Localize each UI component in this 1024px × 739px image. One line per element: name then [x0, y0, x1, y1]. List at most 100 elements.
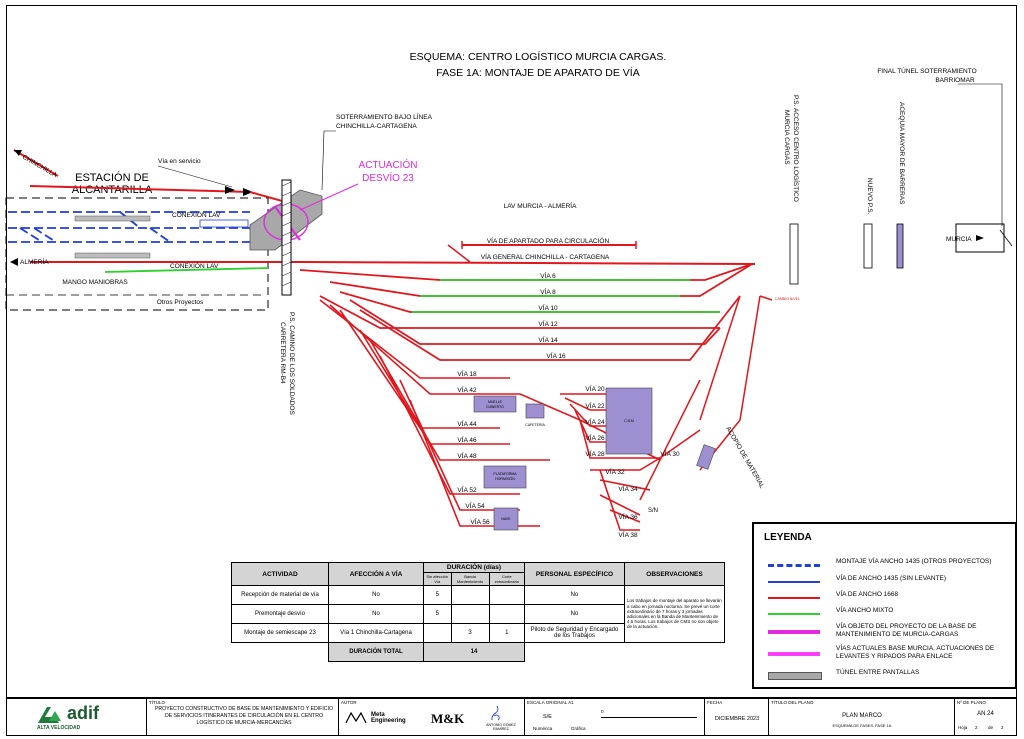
observaciones-text: Los trabajos de montaje del aparato se l… — [624, 585, 725, 643]
via-24-label: VÍA 24 — [585, 417, 605, 426]
ps-camino-label-1: P.S. CAMINO DE LOS SOLDADOS — [288, 312, 295, 415]
acopio-building — [696, 444, 716, 470]
row-personal: Piloto de Seguridad y Encargado de los T… — [524, 623, 625, 643]
legend-label: MONTAJE VÍA ANCHO 1435 (OTROS PROYECTOS) — [836, 558, 992, 565]
row-d3 — [488, 604, 526, 624]
legend-item: VÍA DE ANCHO 1668 — [764, 591, 1014, 605]
legend-label: TÚNEL ENTRE PANTALLAS — [836, 669, 920, 676]
diagram-title-2: FASE 1A: MONTAJE DE APARATO DE VÍA — [436, 66, 639, 79]
legend-swatch — [768, 564, 820, 567]
row-personal: No — [524, 604, 625, 624]
row-d2: 3 — [450, 623, 490, 643]
sheet-border — [6, 5, 1017, 698]
via-8-label: VÍA 8 — [540, 287, 556, 296]
muelle-label-1: MUELLE — [488, 400, 503, 404]
row-d1: 5 — [423, 604, 452, 624]
via-34-label: VÍA 34 — [618, 484, 638, 493]
via-20-label: VÍA 20 — [585, 384, 605, 393]
via-general-label: VÍA GENERAL CHINCHILLA - CARTAGENA — [481, 252, 610, 261]
row-afeccion: No — [328, 604, 424, 624]
de-value: 2 — [1001, 725, 1004, 730]
meta-logo-icon — [345, 711, 367, 724]
col-corte-extraordinario: Corte extraordinario — [488, 572, 526, 586]
titulo-value: PROYECTO CONSTRUCTIVO DE BASE DE MANTENI… — [154, 706, 334, 726]
total-label: DURACIÓN TOTAL — [328, 642, 424, 662]
via-22-label: VÍA 22 — [585, 401, 605, 410]
sn-label: S/N — [648, 508, 658, 514]
via-28-label: VÍA 28 — [585, 449, 605, 458]
station-platform-2 — [74, 252, 151, 259]
nuevo-ps-structure — [863, 223, 873, 269]
station-name-1: ESTACIÓN DE — [75, 171, 149, 184]
muelle-cubierto-building — [473, 395, 517, 413]
activity-table: ACTIVIDAD AFECCIÓN A VÍA DURACIÓN (días)… — [231, 562, 725, 662]
signature-mark-icon — [491, 705, 500, 721]
via-14-label: VÍA 14 — [538, 335, 558, 344]
legend: LEYENDA MONTAJE VÍA ANCHO 1435 (OTROS PR… — [752, 522, 1017, 689]
legend-item: VÍA ANCHO MIXTO — [764, 607, 1014, 621]
final-tunel-leader — [958, 83, 1003, 226]
legend-title: LEYENDA — [764, 532, 812, 543]
num-plano-label: Nº DE PLANO — [957, 700, 986, 705]
de-label: de — [988, 725, 994, 730]
via-36-label: VÍA 36 — [618, 512, 638, 521]
station-platform-1 — [74, 215, 151, 222]
chinchilla-arrow-icon — [14, 150, 22, 156]
upper-yard-tracks — [299, 263, 753, 361]
row-d3 — [488, 585, 526, 605]
adif-logo-icon — [38, 707, 61, 723]
chinchilla-direction-line — [13, 149, 59, 177]
col-personal: PERSONAL ESPECÍFICO — [524, 562, 625, 586]
acequia-label: ACEQUIA MAYOR DE BARRERAS — [898, 102, 905, 205]
soterramiento-leader — [321, 130, 336, 191]
cbm-label: C.B.M — [624, 419, 634, 423]
nave-label: NAVE — [501, 517, 511, 521]
final-tunel-label-1: FINAL TÚNEL SOTERRAMIENTO — [877, 66, 976, 75]
legend-swatch — [768, 672, 822, 680]
row-d2 — [450, 604, 490, 624]
legend-label: VÍA DE ANCHO 1435 (SIN LEVANTE) — [836, 575, 947, 582]
logo-cell: adif ALTA VELOCIDAD — [7, 699, 147, 735]
otros-proyectos-label: Otros Proyectos — [157, 299, 204, 306]
row-afeccion: Vía 1 Chinchilla-Cartagena — [328, 623, 424, 643]
via-32-label: VÍA 32 — [605, 467, 625, 476]
diagram-title-1: ESQUEMA: CENTRO LOGÍSTICO MURCIA CARGAS. — [410, 50, 667, 63]
ps-camino-hatch — [281, 181, 292, 287]
cafeteria-label: CAFETERÍA — [525, 423, 545, 427]
cafeteria-building — [525, 403, 545, 419]
conexion-lav-label-2: CONEXIÓN LAV — [170, 261, 219, 270]
murcia-label: MURCIA — [946, 236, 972, 243]
col-afeccion: AFECCIÓN A VÍA — [328, 562, 424, 586]
escala-zero: 0 — [601, 709, 604, 714]
blue-1435-tracks — [8, 211, 250, 243]
station-dashed-box — [5, 197, 269, 311]
lav-murcia-almeria-label: LAV MURCIA - ALMERÍA — [504, 201, 578, 210]
murcia-arrow-icon — [976, 235, 984, 241]
legend-item: MONTAJE VÍA ANCHO 1435 (OTROS PROYECTOS) — [764, 558, 1014, 572]
adif-logo-sub: ALTA VELOCIDAD — [37, 725, 81, 731]
table-row: Premontaje desvío No 5 No — [231, 604, 725, 624]
via-44-label: VÍA 44 — [457, 419, 477, 428]
num-plano-value: AN 24 — [977, 711, 994, 717]
legend-label: VÍA OBJETO DEL PROYECTO DE LA BASE DE MA… — [836, 623, 977, 638]
actuacion-label-2: DESVÍO 23 — [362, 171, 414, 184]
plataforma-label-1: PLATAFORMA — [493, 472, 517, 476]
actuacion-label-1: ACTUACIÓN — [359, 158, 418, 171]
titulo-plano-value: PLAN MARCO — [842, 713, 882, 719]
final-tunel-label-2: BARRIOMAR — [935, 77, 975, 84]
row-d1: 5 — [423, 585, 452, 605]
escala-numerica: Numérica — [533, 726, 553, 731]
nuevo-ps-label: NUEVO P.S. — [866, 178, 873, 215]
soterramiento-label-2: CHINCHILLA-CARTAGENA — [336, 123, 417, 130]
via-48-label: VÍA 48 — [457, 451, 477, 460]
fecha-value: DICIEMBRE 2023 — [714, 716, 760, 722]
right-small-label: CAMBIO NIVEL — [775, 297, 800, 301]
legend-item: VÍA DE ANCHO 1435 (SIN LEVANTE) — [764, 575, 1014, 589]
autor-mk: M&K — [431, 711, 465, 726]
legend-item: VÍA OBJETO DEL PROYECTO DE LA BASE DE MA… — [764, 623, 1014, 643]
row-actividad: Recepción de material de vía — [231, 585, 329, 605]
row-d3: 1 — [488, 623, 526, 643]
via-general-track — [299, 261, 756, 265]
conexion-lav-label-1: CONEXIÓN LAV — [172, 210, 221, 219]
